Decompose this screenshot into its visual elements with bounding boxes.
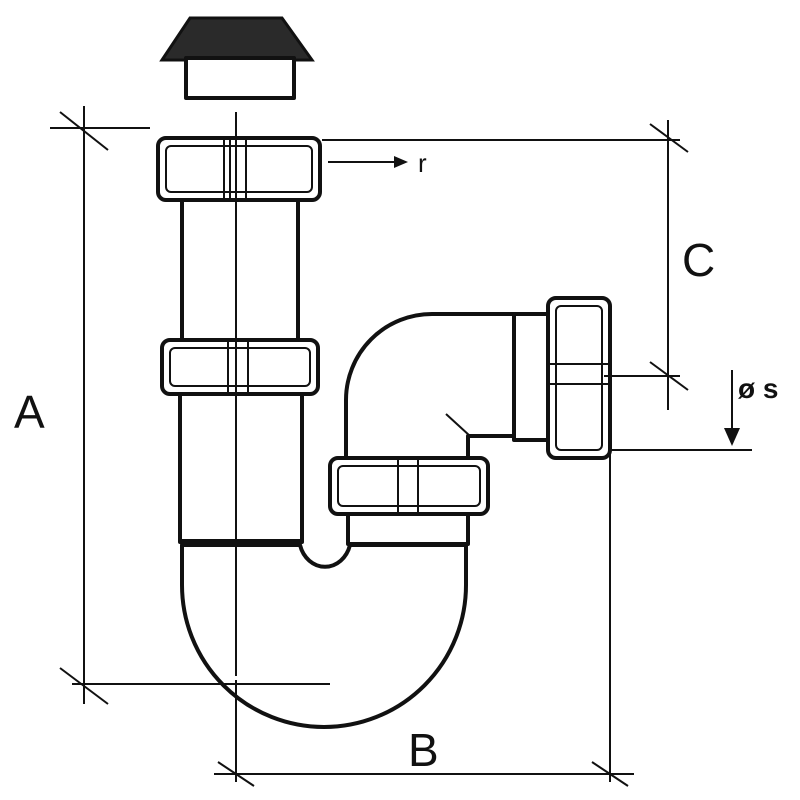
vertical-pipe [178,194,304,544]
dimension-label-c: C [682,234,715,286]
dimension-s: ø s [610,370,778,451]
return-elbow [344,312,520,464]
dimension-b: B [214,452,634,787]
lower-nut [328,456,490,516]
dimension-label-b: B [408,724,439,776]
middle-nut [160,338,320,396]
inlet-arrow-r: r [328,148,427,178]
arrow-label-r: r [418,148,427,178]
dimension-label-s: ø s [738,373,778,404]
dimension-label-a: A [14,386,45,438]
dimension-c: C [322,120,715,410]
top-cap [159,16,315,100]
outlet-nut [512,296,612,460]
top-nut [156,136,322,202]
dimension-a: A [14,106,330,705]
